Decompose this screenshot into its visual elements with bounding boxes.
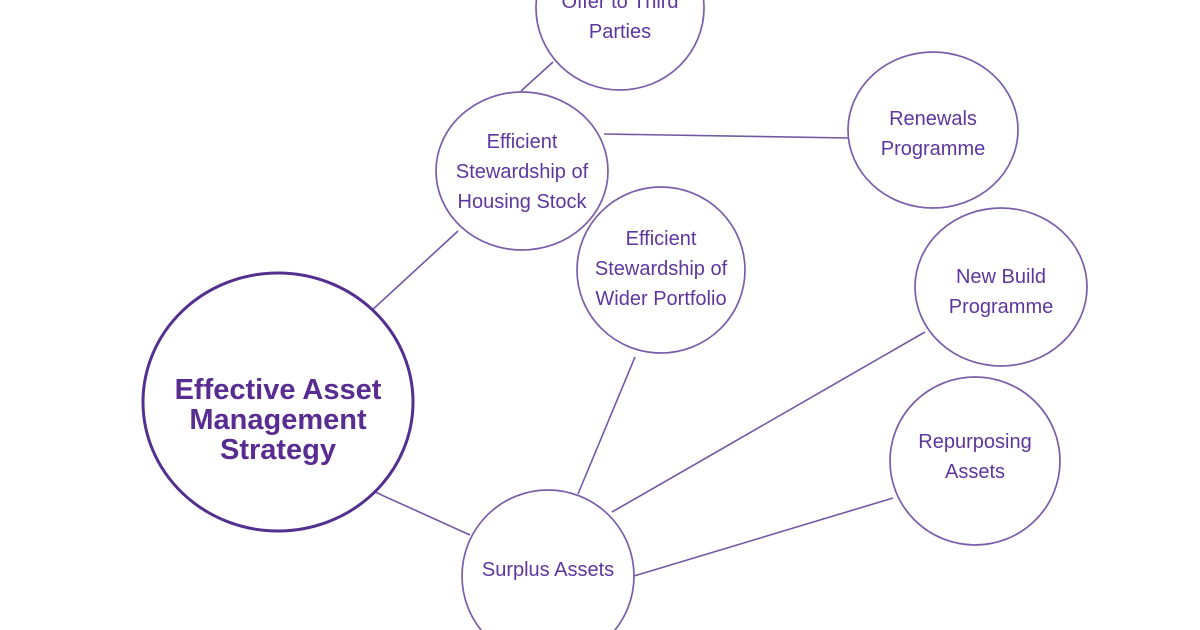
node-circle-efficient-stewardship-wider-portfolio <box>576 186 746 354</box>
edge-offer-to-housing <box>520 61 554 92</box>
label-line: Wider Portfolio <box>595 288 727 310</box>
node-circle-efficient-stewardship-housing-stock <box>435 91 609 251</box>
label-line: Stewardship of <box>455 161 589 183</box>
label-line: Management <box>189 404 367 436</box>
node-label-efficient-stewardship-housing-stock: Efficient Stewardship of Housing Stock <box>456 127 588 217</box>
node-label-renewals-programme: Renewals Programme <box>881 104 985 164</box>
node-circle-effective-asset-management-strategy <box>141 271 415 533</box>
edge-strategy-to-housing <box>369 230 459 313</box>
label-line: Repurposing <box>918 431 1032 453</box>
node-circle-surplus-assets <box>461 489 635 630</box>
label-line: Surplus Assets <box>481 559 615 581</box>
label-line: Stewardship of <box>594 258 728 280</box>
label-line: Efficient <box>486 131 558 153</box>
node-circle-renewals-programme <box>847 51 1019 209</box>
node-circles <box>141 0 1088 630</box>
edge-repurposing-to-surplus <box>633 497 894 577</box>
node-circle-repurposing-assets <box>889 376 1061 546</box>
node-label-effective-asset-management-strategy: Effective Asset Management Strategy <box>175 375 382 465</box>
node-circle-offer-to-third-parties <box>535 0 705 91</box>
label-line: Assets <box>944 461 1006 483</box>
edge-housing-to-renewals <box>603 133 850 139</box>
node-circle-new-build-programme <box>914 207 1088 367</box>
node-label-surplus-assets: Surplus Assets <box>482 555 614 585</box>
label-line: Renewals <box>889 108 977 130</box>
label-line: Parties <box>588 21 652 43</box>
label-line: Offer to Third <box>561 0 679 13</box>
edge-wider-portfolio-to-surplus <box>577 356 636 495</box>
label-line: Effective Asset <box>174 374 382 406</box>
edge-strategy-to-surplus <box>374 491 471 536</box>
label-line: Efficient <box>625 228 697 250</box>
label-line: New Build <box>955 266 1047 288</box>
label-line: Programme <box>880 138 986 160</box>
node-label-new-build-programme: New Build Programme <box>949 262 1053 322</box>
label-line: Programme <box>948 296 1054 318</box>
connector-lines <box>369 61 926 577</box>
label-line: Housing Stock <box>457 191 587 213</box>
node-label-repurposing-assets: Repurposing Assets <box>918 427 1031 487</box>
edge-new-build-to-surplus <box>611 331 926 513</box>
node-label-efficient-stewardship-wider-portfolio: Efficient Stewardship of Wider Portfolio <box>595 224 727 314</box>
label-line: Strategy <box>219 434 337 466</box>
node-label-offer-to-third-parties: Offer to Third Parties <box>561 0 678 47</box>
